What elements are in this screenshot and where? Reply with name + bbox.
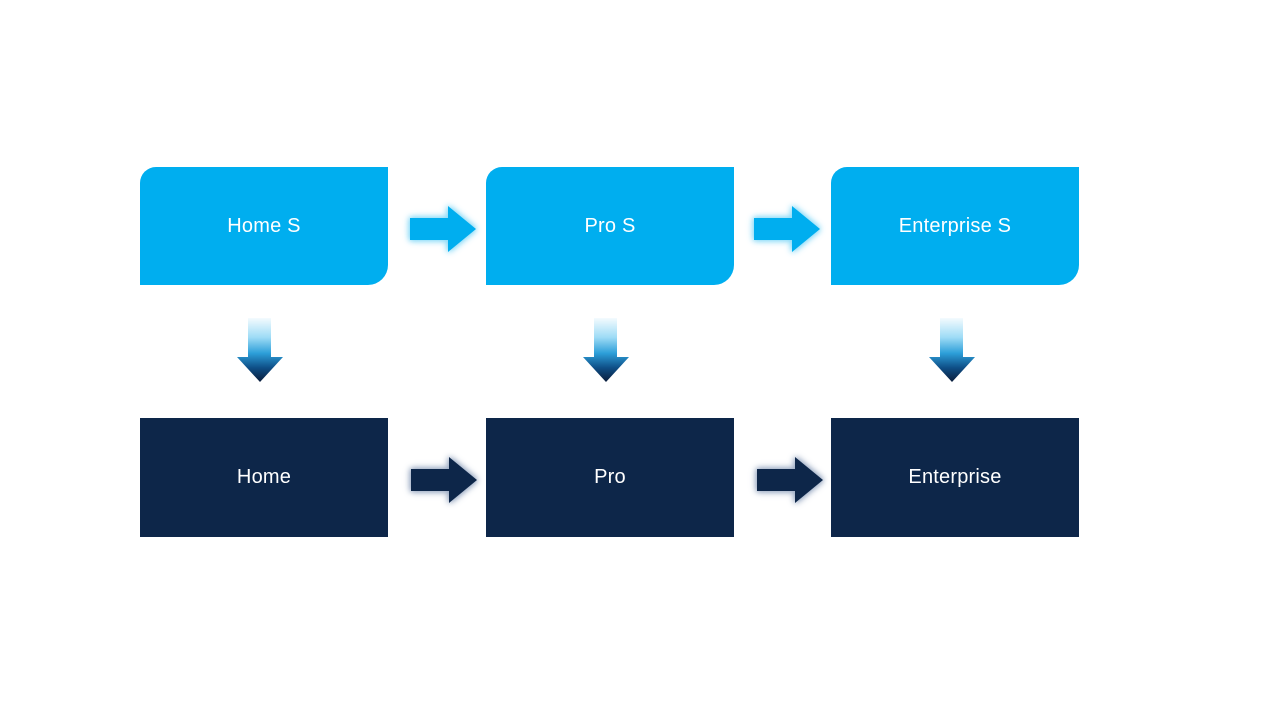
- node-home: Home: [140, 418, 388, 537]
- down-arrow-icon: [929, 318, 975, 382]
- node-enterprise-label: Enterprise: [908, 466, 1002, 488]
- right-arrow-icon: [754, 206, 820, 252]
- down-arrow-icon: [583, 318, 629, 382]
- node-pro: Pro: [486, 418, 734, 537]
- right-arrow-icon: [410, 206, 476, 252]
- node-enterprise-s-label: Enterprise S: [898, 214, 1012, 237]
- down-arrow-icon: [237, 318, 283, 382]
- node-enterprise-s: Enterprise S: [831, 167, 1079, 285]
- node-home-s: Home S: [140, 167, 388, 285]
- right-arrow-icon: [411, 457, 477, 503]
- node-pro-s-label: Pro S: [584, 214, 636, 237]
- node-pro-label: Pro: [594, 466, 626, 488]
- node-pro-s: Pro S: [486, 167, 734, 285]
- node-enterprise: Enterprise: [831, 418, 1079, 537]
- right-arrow-icon: [757, 457, 823, 503]
- node-home-label: Home: [236, 466, 292, 488]
- node-home-s-label: Home S: [227, 214, 301, 237]
